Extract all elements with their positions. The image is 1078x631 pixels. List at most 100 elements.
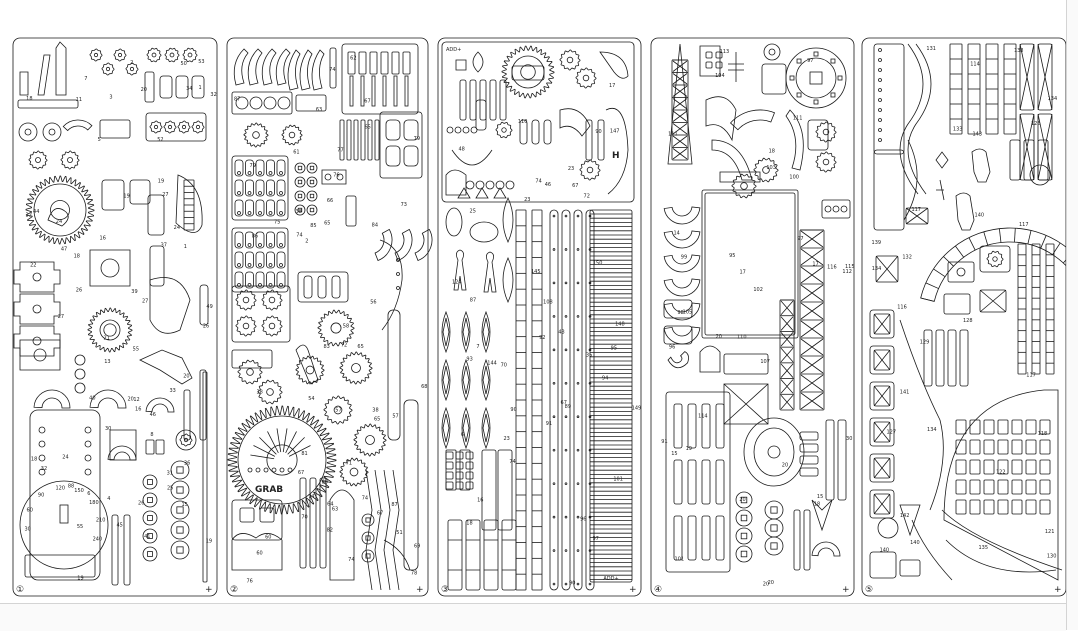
small-plate xyxy=(821,199,851,219)
truss-brace xyxy=(800,248,824,266)
i-beam-part xyxy=(465,519,481,591)
part-number: 117 xyxy=(911,207,921,213)
part-number: 140 xyxy=(880,548,890,554)
dome-cell xyxy=(1039,479,1051,495)
truss-brace xyxy=(672,60,688,72)
truss-brace xyxy=(800,266,824,284)
small-disc xyxy=(475,180,485,190)
arch-tie xyxy=(968,237,976,251)
dome-cell xyxy=(1025,439,1037,455)
part-hole xyxy=(279,283,283,287)
small-disc xyxy=(485,180,495,190)
gear-part xyxy=(339,457,369,487)
part-number: 22 xyxy=(30,262,36,268)
rail-hole xyxy=(564,315,568,318)
gear-hub-hole xyxy=(181,124,187,130)
x-brace xyxy=(1037,43,1053,111)
part-number: 30 xyxy=(24,527,30,533)
peg-part xyxy=(531,119,540,145)
part-hole xyxy=(279,191,283,195)
small-bar xyxy=(799,467,819,477)
dome-cell xyxy=(1011,439,1023,455)
part-hole xyxy=(84,426,92,434)
bell-part xyxy=(266,199,275,217)
part-number: 117 xyxy=(1019,222,1029,228)
small-plate xyxy=(231,349,273,369)
part-hole xyxy=(84,468,92,476)
part-number: 91 xyxy=(546,421,552,427)
rod-part xyxy=(111,514,119,586)
long-arm-part xyxy=(309,477,317,569)
grab-label: GRAB xyxy=(255,485,283,495)
pin-part xyxy=(489,79,497,121)
part-number: 62 xyxy=(350,55,356,61)
gear-part xyxy=(243,122,269,148)
part-number: 52 xyxy=(157,137,163,143)
link-part xyxy=(303,275,313,299)
truss-brace xyxy=(800,338,824,356)
block-part xyxy=(129,179,151,205)
part-number: 82 xyxy=(327,527,333,533)
part-number: 15 xyxy=(181,502,187,508)
square-hole xyxy=(147,497,153,503)
part-number: 32 xyxy=(41,466,47,472)
dome-cell xyxy=(969,419,981,435)
registration-mark: + xyxy=(1054,585,1062,595)
part-number: 65 xyxy=(357,344,363,350)
frame-bracket xyxy=(13,261,61,293)
part-number: 95 xyxy=(729,253,735,259)
parts-sheet-5: ⑤+11812611711711713412712812913913113312… xyxy=(861,37,1078,597)
square-hole xyxy=(297,207,303,213)
comb-slot xyxy=(250,454,275,460)
part-number: 69 xyxy=(414,543,420,549)
part-hole xyxy=(287,467,293,473)
gear-part xyxy=(237,359,263,385)
long-rod xyxy=(183,389,191,441)
part-number: 23 xyxy=(503,436,509,442)
long-plate xyxy=(497,449,513,531)
part-number: 21 xyxy=(104,335,110,341)
part-hole xyxy=(279,263,283,267)
part-hole xyxy=(38,468,46,476)
washer-part xyxy=(361,513,375,527)
truss-brace xyxy=(800,374,824,392)
part-number: 25 xyxy=(470,209,476,215)
part-hole xyxy=(258,191,262,195)
part-number: 111 xyxy=(793,116,803,122)
i-beam-rib xyxy=(502,539,516,571)
rail-hole xyxy=(576,415,580,419)
disc-hole xyxy=(48,128,56,136)
crate-brace xyxy=(979,289,1007,313)
part-hole xyxy=(38,426,46,434)
truss-brace xyxy=(780,395,794,410)
plate-part xyxy=(947,261,975,283)
part-number: 134 xyxy=(872,266,882,272)
dome-cell xyxy=(969,479,981,495)
arch-tie xyxy=(933,268,946,278)
door-panel xyxy=(869,345,895,375)
rail-hole xyxy=(552,482,556,485)
bell-part xyxy=(255,179,265,197)
small-tab xyxy=(455,59,467,71)
washer-part xyxy=(142,546,158,562)
part-number: 110 xyxy=(737,334,747,340)
part-number: 1 xyxy=(184,244,187,250)
part-number: 27 xyxy=(58,314,64,320)
arc-plate xyxy=(729,109,776,131)
part-hole xyxy=(247,211,252,215)
gear-hub-hole xyxy=(586,166,594,174)
part-number: 20 xyxy=(127,397,133,403)
bell-part xyxy=(276,179,286,197)
rod-part xyxy=(837,419,847,501)
part-hole xyxy=(32,272,42,282)
parts-sheet-3: ③+ADD+HADD+76748101251670727467977411043… xyxy=(437,37,642,597)
square-hole xyxy=(147,551,153,557)
door-brace xyxy=(873,421,891,443)
part-number: 18 xyxy=(74,254,80,260)
rod-part xyxy=(803,509,811,571)
truss-brace xyxy=(672,98,688,110)
gear-part xyxy=(575,67,597,89)
peg-part xyxy=(543,119,552,145)
part-number: 23 xyxy=(524,197,530,203)
door-brace xyxy=(873,493,891,515)
